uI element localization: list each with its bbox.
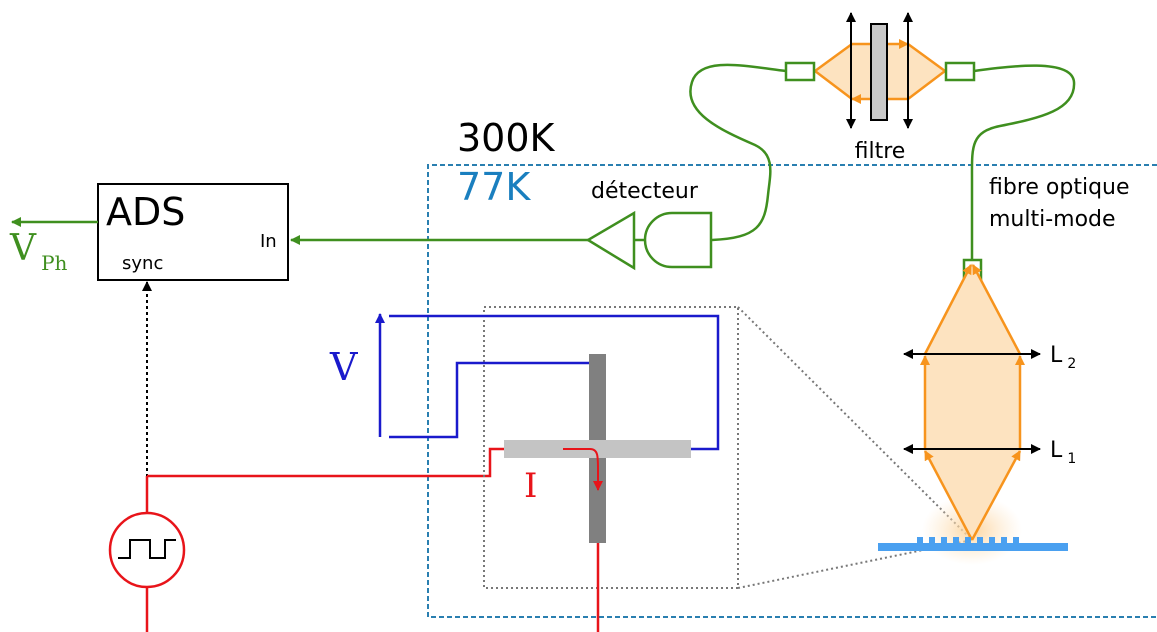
zoom-region bbox=[483, 306, 973, 589]
cryostat-boundary bbox=[427, 164, 1157, 618]
voltage-lines bbox=[389, 314, 720, 451]
ads-module: ADS In sync bbox=[97, 183, 289, 281]
lens-l1-label-sub: 1 bbox=[1067, 451, 1076, 467]
detector: détecteur bbox=[585, 179, 713, 271]
filter-plate bbox=[870, 23, 888, 121]
vph-label: V Ph bbox=[9, 228, 68, 275]
filter-assembly: filtre bbox=[784, 12, 976, 164]
current-feed-line bbox=[147, 447, 504, 478]
detector-label: détecteur bbox=[591, 179, 699, 204]
fiber-connector-left bbox=[784, 61, 816, 82]
lens-l2-label-main: L bbox=[1050, 343, 1063, 368]
fiber-label-line1: fibre optique bbox=[989, 175, 1130, 200]
lens-l1-label: L 1 bbox=[1050, 438, 1076, 467]
current-label: I bbox=[524, 466, 537, 506]
ads-sync-label: sync bbox=[122, 253, 163, 274]
sample-substrate bbox=[878, 537, 1068, 551]
vph-label-sub: Ph bbox=[41, 251, 67, 275]
horizontal-strip bbox=[504, 440, 691, 458]
filter-label: filtre bbox=[855, 139, 906, 164]
lens-l1-label-main: L bbox=[1050, 438, 1063, 463]
pulse-generator-circle bbox=[108, 511, 186, 589]
fiber-connector-right bbox=[944, 61, 976, 82]
fiber-label-line2: multi-mode bbox=[989, 207, 1116, 232]
ads-in-label: In bbox=[260, 231, 277, 252]
lens-l2-label-sub: 2 bbox=[1067, 356, 1076, 372]
optical-fibers bbox=[689, 63, 1076, 260]
temp-cold-label: 77K bbox=[457, 165, 531, 209]
current-path bbox=[563, 448, 603, 491]
pulse-generator bbox=[108, 476, 186, 632]
ads-box bbox=[97, 183, 289, 281]
collection-optics: L 2 L 1 bbox=[903, 263, 1076, 565]
ads-title: ADS bbox=[106, 190, 185, 234]
temp-room-label: 300K bbox=[457, 116, 556, 160]
vph-label-main: V bbox=[9, 228, 37, 269]
square-wave-icon bbox=[118, 539, 176, 559]
lens-l2-label: L 2 bbox=[1050, 343, 1076, 372]
voltage-label: V bbox=[329, 345, 358, 389]
